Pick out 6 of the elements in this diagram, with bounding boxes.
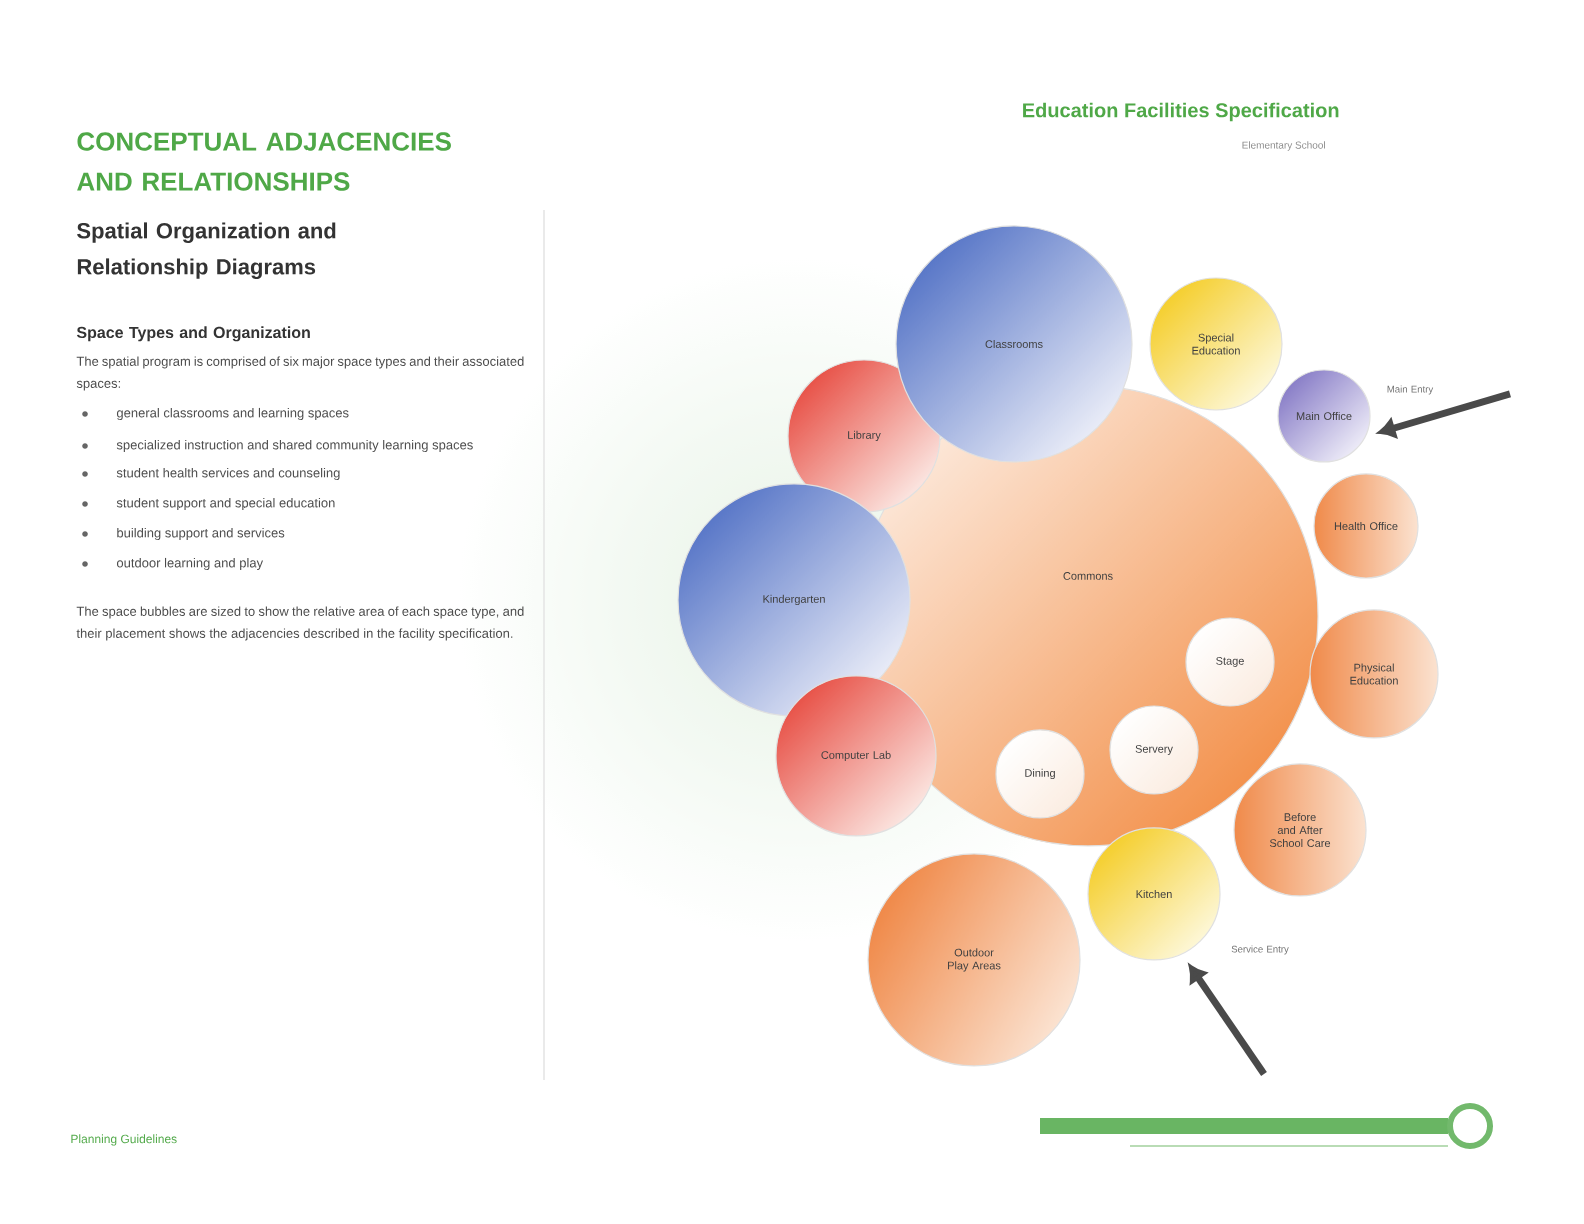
arrow <box>1188 965 1267 1076</box>
page-title: CONCEPTUAL ADJACENCIES AND RELATIONSHIPS <box>77 132 451 191</box>
subheading: Space Types and Organization <box>76 326 310 342</box>
section-heading: Spatial Organization and Relationship Diagrams <box>77 222 336 279</box>
header-title: Education Facilities Specification <box>1023 102 1339 122</box>
arrow <box>1378 390 1511 438</box>
